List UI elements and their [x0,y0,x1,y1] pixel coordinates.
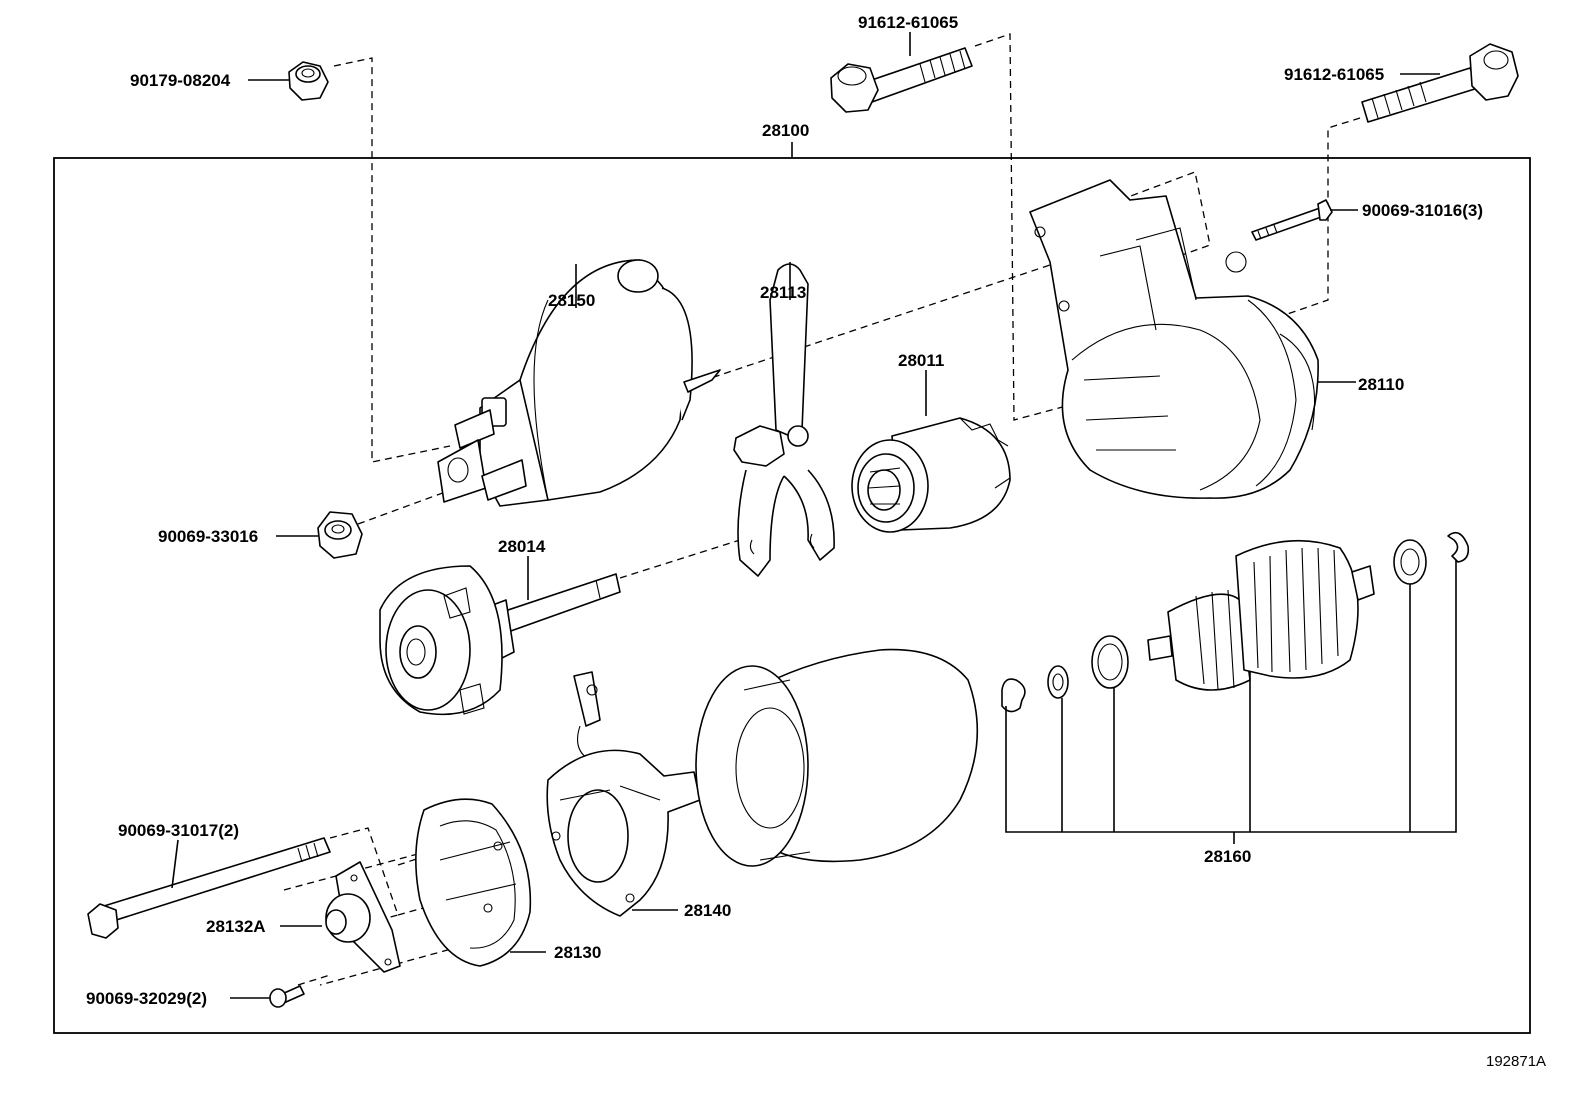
label-housing: 28110 [1358,375,1404,394]
through-bolt-part [87,837,331,939]
label-nut-mid: 90069-33016 [158,527,258,546]
housing-part [1029,179,1319,499]
label-brush-holder: 28140 [684,901,731,920]
label-armature-kit: 28160 [1204,847,1251,866]
label-bolt-top-center: 91612-61065 [858,13,958,32]
label-screw: 90069-32029(2) [86,989,207,1008]
armature-kit-part [1001,531,1470,713]
bolt-top-right-part [1361,43,1519,123]
label-solenoid: 28150 [548,291,595,310]
clutch-part [851,417,1011,533]
label-through-bolt: 90069-31017(2) [118,821,239,840]
label-bush-cover: 28132A [206,917,266,936]
label-assembly: 28100 [762,121,809,140]
label-clutch: 28011 [898,351,944,370]
drive-lever-part [733,263,835,577]
label-end-frame: 28130 [554,943,601,962]
label-stud: 90069-31016(3) [1362,201,1483,220]
solenoid-part [437,259,721,507]
stud-part [1251,199,1333,241]
bolt-top-center-part [830,47,973,113]
bush-cover-part [325,861,401,973]
nut-top-part [288,61,329,101]
leader-lines [171,32,1457,999]
label-lever: 28113 [760,283,806,302]
shaft-part [379,565,621,716]
end-frame-part [415,798,532,967]
label-shaft: 28014 [498,537,546,556]
brush-holder-part [546,671,701,917]
yoke-part [695,648,979,867]
nut-mid-part [317,511,363,559]
label-nut-top: 90179-08204 [130,71,231,90]
label-bolt-top-right: 91612-61065 [1284,65,1384,84]
doc-number: 192871A [1486,1053,1546,1070]
screw-part [269,985,305,1008]
